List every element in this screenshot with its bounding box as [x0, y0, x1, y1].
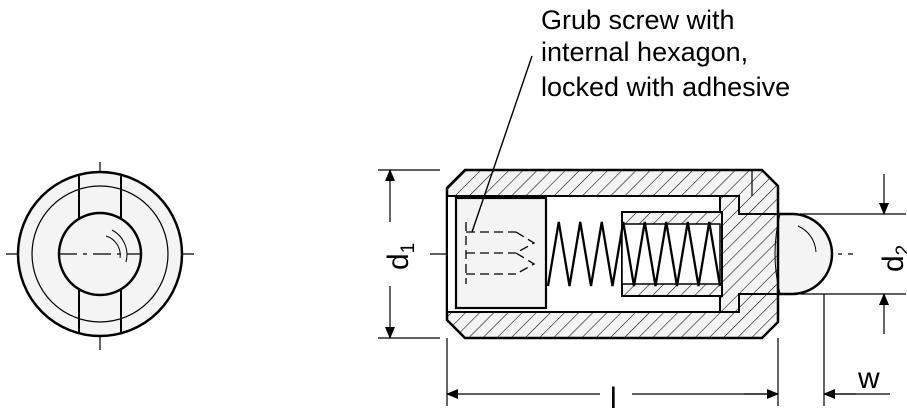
ball-highlight-1 [111, 229, 128, 263]
ball-shade [797, 225, 817, 253]
callout-line-1: Grub screw with [541, 5, 735, 35]
dimension-length-label: l [610, 382, 617, 415]
dimension-length: l [446, 338, 779, 415]
callout-line-2: internal hexagon, [541, 37, 748, 67]
end-view [6, 162, 196, 350]
spring-back-coils [558, 221, 721, 287]
dimension-w: w [744, 294, 890, 406]
grub-screw-hexagon-hidden-lines [465, 222, 536, 284]
callout-leader-line [471, 55, 533, 233]
ball-inner-curve [774, 213, 781, 295]
housing-nose [719, 195, 779, 313]
callout-line-3: locked with adhesive [541, 72, 790, 102]
callout: Grub screw with internal hexagon, locked… [471, 5, 790, 233]
dimension-w-label: w [857, 362, 880, 395]
ball-highlight-2 [105, 235, 121, 259]
dimension-d1: d1 [378, 169, 440, 339]
end-view-chamfer-circle [31, 185, 169, 323]
ball [776, 212, 834, 296]
dimension-d2: d2 [800, 174, 907, 334]
dimension-d2-label: d2 [877, 245, 907, 272]
dimension-d1-label: d1 [382, 243, 419, 270]
section-view [430, 168, 853, 340]
